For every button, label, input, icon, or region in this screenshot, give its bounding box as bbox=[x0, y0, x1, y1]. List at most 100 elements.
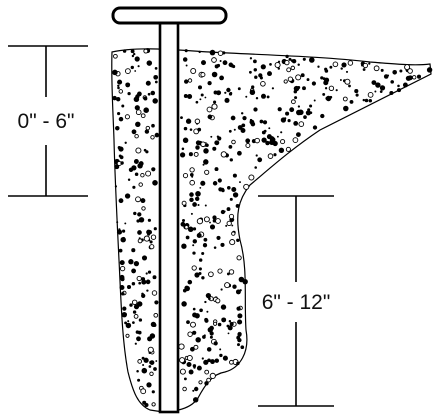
soil-speck bbox=[200, 141, 206, 148]
upper-depth-bracket bbox=[8, 45, 88, 197]
soil-speck bbox=[128, 259, 134, 265]
soil-speck bbox=[233, 128, 236, 131]
soil-speck bbox=[206, 106, 213, 113]
soil-speck bbox=[140, 388, 147, 395]
soil-speck bbox=[230, 115, 236, 121]
soil-speck bbox=[135, 147, 142, 154]
soil-speck bbox=[118, 248, 123, 253]
soil-speck bbox=[311, 81, 316, 86]
soil-speck bbox=[133, 159, 139, 164]
soil-speck bbox=[375, 82, 381, 88]
soil-speck bbox=[131, 299, 138, 306]
soil-speck bbox=[205, 143, 209, 147]
soil-speck bbox=[202, 243, 208, 248]
soil-speck bbox=[300, 73, 305, 78]
soil-speck bbox=[374, 90, 377, 93]
soil-speck bbox=[238, 276, 245, 283]
soil-speck bbox=[137, 212, 142, 217]
soil-speck bbox=[151, 290, 158, 296]
soil-speck bbox=[134, 56, 140, 62]
soil-speck bbox=[203, 148, 209, 154]
soil-speck bbox=[228, 145, 233, 149]
soil-speck bbox=[236, 255, 242, 261]
soil-speck bbox=[237, 337, 242, 343]
soil-speck bbox=[125, 82, 131, 88]
soil-speck bbox=[407, 68, 413, 74]
soil-speck bbox=[154, 132, 160, 138]
soil-speck bbox=[243, 183, 250, 190]
soil-speck bbox=[206, 310, 209, 313]
soil-speck bbox=[154, 80, 158, 84]
soil-speck bbox=[217, 178, 222, 183]
soil-speck bbox=[146, 229, 152, 235]
soil-speck bbox=[119, 155, 124, 160]
soil-speck bbox=[371, 80, 377, 86]
soil-speck bbox=[117, 112, 121, 116]
soil-speck bbox=[229, 321, 234, 327]
soil-speck bbox=[390, 80, 394, 84]
soil-speck bbox=[236, 238, 240, 242]
soil-speck bbox=[237, 125, 243, 130]
soil-speck bbox=[237, 332, 242, 337]
soil-speck bbox=[211, 57, 217, 63]
soil-speck bbox=[237, 313, 243, 319]
soil-speck bbox=[248, 174, 255, 181]
soil-speck bbox=[207, 327, 213, 333]
soil-speck bbox=[121, 312, 127, 318]
soil-speck bbox=[134, 70, 137, 72]
soil-speck bbox=[148, 351, 152, 354]
soil-speck bbox=[209, 49, 216, 56]
soil-speck bbox=[245, 138, 251, 144]
soil-speck bbox=[254, 137, 260, 144]
soil-speck bbox=[147, 270, 152, 274]
soil-speck bbox=[194, 386, 199, 392]
soil-speck bbox=[213, 100, 217, 104]
soil-speck bbox=[354, 89, 359, 94]
soil-speck bbox=[237, 343, 240, 347]
soil-speck bbox=[224, 91, 227, 94]
soil-speck bbox=[266, 95, 270, 99]
soil-speck bbox=[290, 65, 296, 71]
soil-speck bbox=[242, 115, 247, 121]
soil-profile bbox=[111, 48, 432, 413]
soil-speck bbox=[147, 92, 151, 96]
soil-speck bbox=[186, 354, 193, 362]
lower-depth-label: 6" - 12" bbox=[262, 291, 331, 314]
soil-speck bbox=[221, 317, 227, 323]
soil-speck bbox=[153, 367, 157, 371]
soil-speck bbox=[147, 218, 151, 222]
soil-speck bbox=[192, 397, 199, 403]
soil-speck bbox=[293, 85, 300, 92]
soil-speck bbox=[132, 310, 137, 314]
soil-speck bbox=[121, 104, 125, 108]
soil-speck bbox=[216, 235, 221, 240]
soil-speck bbox=[155, 360, 158, 362]
soil-speck bbox=[199, 98, 202, 101]
soil-speck bbox=[261, 130, 266, 135]
soil-speck bbox=[228, 213, 235, 220]
soil-speck bbox=[236, 306, 241, 311]
soil-speck bbox=[184, 79, 189, 84]
soil-speck bbox=[143, 96, 148, 101]
soil-speck bbox=[324, 87, 328, 90]
soil-speck bbox=[222, 60, 228, 66]
soil-speck bbox=[137, 230, 142, 235]
soil-speck bbox=[209, 335, 213, 339]
soil-speck bbox=[355, 93, 359, 97]
soil-speck bbox=[131, 268, 137, 274]
soil-speck bbox=[145, 80, 151, 86]
soil-speck bbox=[208, 271, 214, 278]
soil-speck bbox=[245, 95, 248, 98]
soil-speck bbox=[204, 369, 210, 375]
soil-speck bbox=[146, 382, 152, 388]
soil-speck bbox=[292, 137, 299, 143]
soil-speck bbox=[249, 119, 255, 125]
soil-speck bbox=[262, 120, 268, 125]
soil-speck bbox=[305, 110, 311, 116]
soil-speck bbox=[280, 117, 287, 123]
soil-speck bbox=[302, 86, 306, 91]
soil-speck bbox=[127, 178, 131, 181]
soil-speck bbox=[267, 71, 272, 77]
soil-speck bbox=[273, 153, 277, 157]
soil-speck bbox=[122, 306, 127, 311]
